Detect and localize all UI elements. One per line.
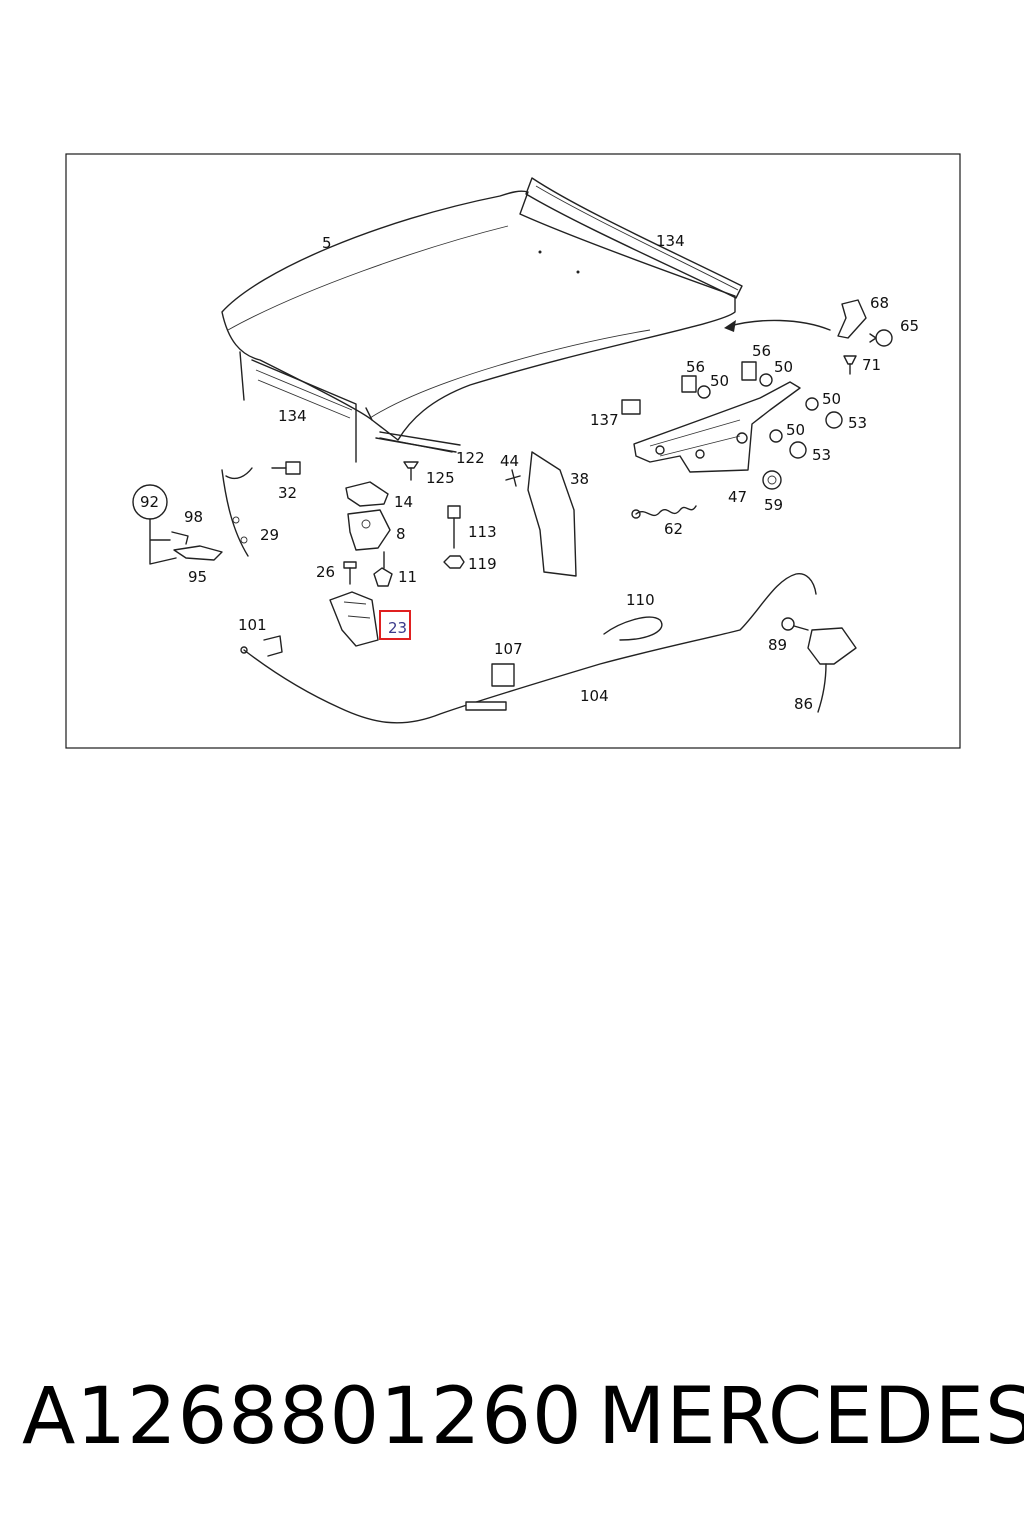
callout-23: 23 bbox=[388, 619, 407, 637]
cap-53a bbox=[825, 411, 843, 429]
lock-8 bbox=[347, 509, 391, 551]
part-number: A1268801260 bbox=[22, 1372, 583, 1462]
handle-86 bbox=[807, 627, 857, 713]
screw-26 bbox=[343, 561, 357, 585]
callout-113: 113 bbox=[468, 523, 497, 541]
nut-50a bbox=[697, 385, 711, 399]
callout-59: 59 bbox=[764, 496, 783, 514]
nut-119 bbox=[443, 555, 465, 569]
bolt-32 bbox=[271, 461, 301, 475]
clip-98 bbox=[171, 531, 189, 545]
callout-95: 95 bbox=[188, 568, 207, 586]
nut-59 bbox=[762, 470, 782, 490]
callout-50-b: 50 bbox=[774, 358, 793, 376]
bolt-113 bbox=[447, 505, 461, 549]
callout-50-a: 50 bbox=[710, 372, 729, 390]
callout-47: 47 bbox=[728, 488, 747, 506]
callout-26: 26 bbox=[316, 563, 335, 581]
callout-65: 65 bbox=[900, 317, 919, 335]
plate-14 bbox=[345, 481, 389, 507]
callout-53-b: 53 bbox=[812, 446, 831, 464]
highlight-box-23 bbox=[379, 610, 411, 640]
callout-50-c: 50 bbox=[822, 390, 841, 408]
direction-arrow bbox=[724, 319, 831, 332]
clip-125 bbox=[403, 461, 419, 481]
callout-50-d: 50 bbox=[786, 421, 805, 439]
diagram-frame bbox=[65, 153, 961, 749]
tie-110 bbox=[603, 616, 663, 641]
nut-50b bbox=[759, 373, 773, 387]
clip-56a bbox=[681, 375, 697, 393]
callout-104: 104 bbox=[580, 687, 609, 705]
clip-101 bbox=[263, 635, 283, 657]
callout-56-left: 56 bbox=[686, 358, 705, 376]
callout-38: 38 bbox=[570, 470, 589, 488]
callout-134-side: 134 bbox=[278, 407, 307, 425]
bolt-11 bbox=[373, 551, 393, 587]
bracket-95 bbox=[173, 545, 223, 561]
callout-107: 107 bbox=[494, 640, 523, 658]
seal-strip-top bbox=[525, 177, 743, 299]
callout-32: 32 bbox=[278, 484, 297, 502]
callout-134-top: 134 bbox=[656, 232, 685, 250]
panel-38 bbox=[527, 451, 577, 577]
callout-110: 110 bbox=[626, 591, 655, 609]
nut-50c bbox=[805, 397, 819, 411]
callout-29: 29 bbox=[260, 526, 279, 544]
nut-50d bbox=[769, 429, 783, 443]
screw-89 bbox=[781, 617, 809, 631]
callout-101: 101 bbox=[238, 616, 267, 634]
latch-23 bbox=[329, 591, 379, 647]
callout-8: 8 bbox=[396, 525, 406, 543]
spring-62 bbox=[631, 505, 697, 519]
screw-71 bbox=[843, 355, 857, 375]
callout-44: 44 bbox=[500, 452, 519, 470]
callout-98: 98 bbox=[184, 508, 203, 526]
brand-name: MERCEDES bbox=[598, 1372, 1024, 1462]
clip-56b bbox=[741, 361, 757, 381]
callout-92: 92 bbox=[140, 493, 159, 511]
callout-circle-92 bbox=[132, 484, 177, 565]
callout-137: 137 bbox=[590, 411, 619, 429]
callout-56-right: 56 bbox=[752, 342, 771, 360]
bolt-65 bbox=[869, 329, 893, 347]
hinge-assembly bbox=[633, 381, 801, 473]
callout-71: 71 bbox=[862, 356, 881, 374]
callout-119: 119 bbox=[468, 555, 497, 573]
callout-125: 125 bbox=[426, 469, 455, 487]
callout-53-a: 53 bbox=[848, 414, 867, 432]
callout-14: 14 bbox=[394, 493, 413, 511]
callout-86: 86 bbox=[794, 695, 813, 713]
release-cable bbox=[240, 573, 817, 724]
clip-137 bbox=[621, 399, 641, 415]
callout-5: 5 bbox=[322, 234, 332, 252]
cap-53b bbox=[789, 441, 807, 459]
clip-44 bbox=[505, 469, 521, 487]
callout-122: 122 bbox=[456, 449, 485, 467]
clip-107 bbox=[491, 663, 515, 687]
callout-89: 89 bbox=[768, 636, 787, 654]
bracket-68 bbox=[837, 299, 867, 339]
seal-122 bbox=[379, 437, 453, 453]
callout-68: 68 bbox=[870, 294, 889, 312]
hinge-29 bbox=[221, 467, 253, 557]
callout-62: 62 bbox=[664, 520, 683, 538]
callout-11: 11 bbox=[398, 568, 417, 586]
